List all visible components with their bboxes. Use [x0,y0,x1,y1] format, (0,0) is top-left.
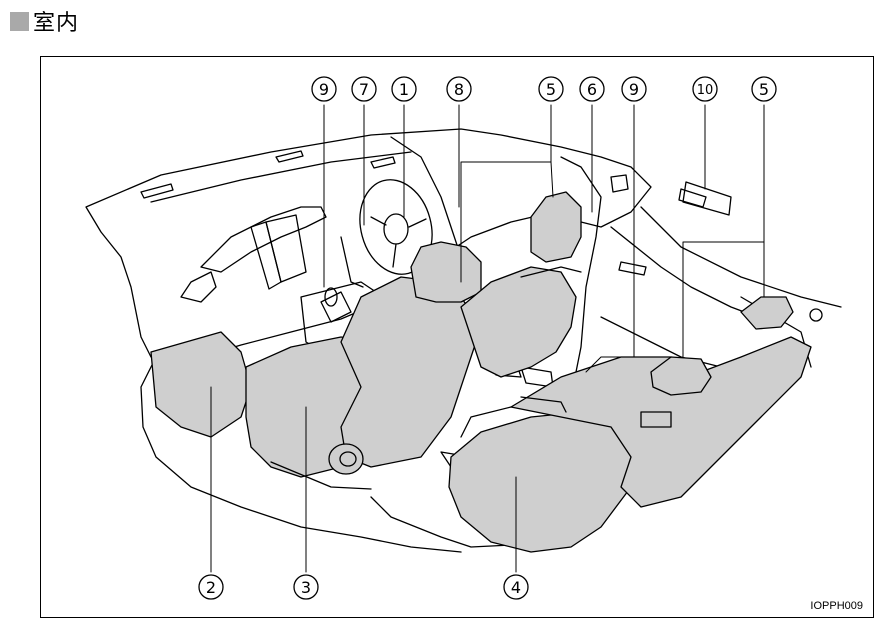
rear-seat [448,296,812,553]
svg-text:7: 7 [359,80,369,99]
svg-text:10: 10 [697,83,714,98]
heading-square-marker [10,11,29,31]
svg-text:5: 5 [759,80,769,99]
steering-wheel [340,179,433,288]
callout-9-front: 9 [311,76,337,102]
callout-9-rear: 9 [621,76,647,102]
callout-3: 3 [293,574,319,600]
dashboard [85,128,652,368]
callout-7: 7 [351,76,377,102]
leader-lines [210,104,765,573]
interior-figure-frame: 9 7 1 8 5 6 9 10 [40,56,874,618]
svg-text:9: 9 [629,80,639,99]
svg-text:4: 4 [511,578,521,597]
section-heading: 室内 [10,6,79,36]
sun-visor [678,188,707,208]
svg-text:2: 2 [206,578,216,597]
floor [140,331,554,553]
callout-5-rear: 5 [751,76,777,102]
front-seat [245,241,482,490]
car-interior-illustration: 9 7 1 8 5 6 9 10 [85,76,842,600]
svg-text:9: 9 [319,80,329,99]
callout-8: 8 [446,76,472,102]
svg-text:3: 3 [301,578,311,597]
callout-5-front: 5 [538,76,564,102]
center-display [250,214,307,290]
svg-text:6: 6 [587,80,597,99]
callout-6: 6 [579,76,605,102]
heading-text: 室内 [33,11,80,36]
svg-text:8: 8 [454,80,464,99]
svg-text:1: 1 [399,80,409,99]
callout-1: 1 [391,76,417,102]
callout-4: 4 [503,574,529,600]
callout-10: 10 [692,76,718,102]
figure-code: IOPPH009 [810,600,863,612]
callout-2: 2 [198,574,224,600]
svg-text:5: 5 [546,80,556,99]
passenger-seat [460,191,582,378]
